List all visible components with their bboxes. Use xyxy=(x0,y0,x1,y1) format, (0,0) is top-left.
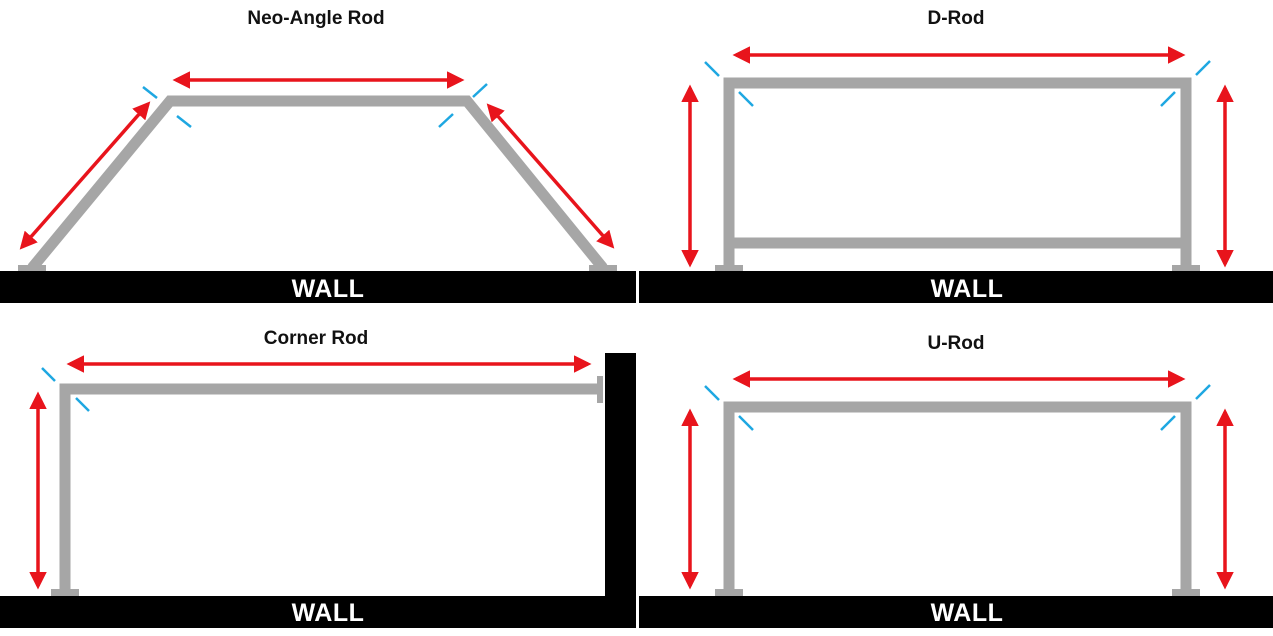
measure-arrow xyxy=(681,46,1234,268)
wall-label: WALL xyxy=(292,599,365,627)
rod xyxy=(723,77,1192,268)
panel-title: D-Rod xyxy=(928,8,985,29)
measure-arrow xyxy=(681,370,1234,590)
wall-mount-foot xyxy=(18,265,46,272)
corner-mark xyxy=(704,60,1211,107)
wall-label: WALL xyxy=(292,275,365,303)
wall-mount-foot xyxy=(715,589,743,596)
wall-mount-foot xyxy=(715,265,743,272)
wall-label: WALL xyxy=(931,599,1004,627)
wall-mount-foot xyxy=(51,589,79,596)
wall-mount-foot xyxy=(1172,265,1200,272)
panel-u-rod: U-Rod WALL xyxy=(639,333,1273,628)
panel-neo-angle: Neo-Angle Rod WALL xyxy=(0,8,636,303)
side-wall xyxy=(605,353,636,599)
wall-mount-foot xyxy=(1172,589,1200,596)
wall-mount-flange xyxy=(597,376,603,403)
measure-arrow xyxy=(19,71,615,250)
rod xyxy=(723,401,1192,592)
panel-corner-rod: Corner Rod WALL xyxy=(0,328,636,628)
wall xyxy=(639,271,1273,303)
wall xyxy=(0,271,636,303)
corner-mark xyxy=(41,367,90,412)
panel-title: Neo-Angle Rod xyxy=(247,8,384,29)
panel-title: Corner Rod xyxy=(264,328,369,349)
wall-mount-foot xyxy=(589,265,617,272)
corner-mark xyxy=(704,384,1211,431)
panel-d-rod: D-Rod WALL xyxy=(639,8,1273,303)
wall-label: WALL xyxy=(931,275,1004,303)
rod xyxy=(27,95,608,272)
measure-arrow xyxy=(29,355,592,590)
wall xyxy=(639,596,1273,628)
rod xyxy=(59,383,599,592)
wall xyxy=(0,596,636,628)
corner-mark xyxy=(142,83,488,128)
panel-title: U-Rod xyxy=(928,333,985,354)
